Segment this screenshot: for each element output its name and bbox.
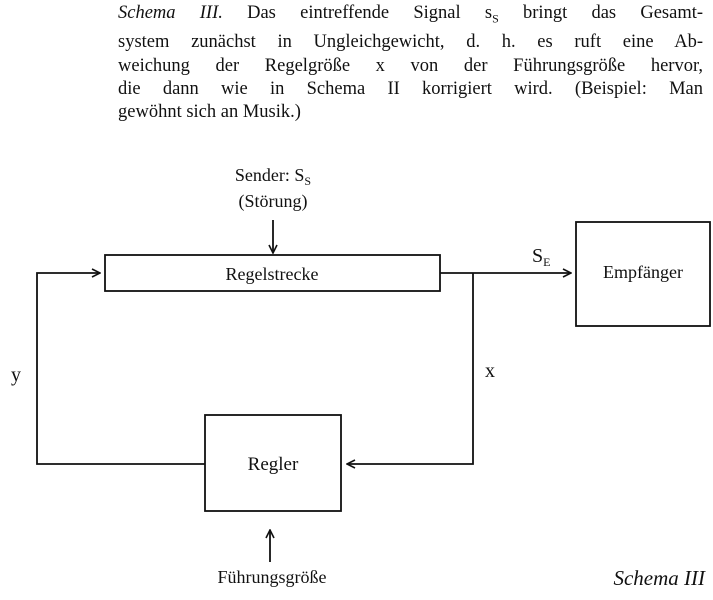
disturbance-label: (Störung) (239, 191, 308, 212)
x-label: x (485, 360, 495, 382)
caption-line-5: gewöhnt sich an Musik.) (118, 102, 301, 123)
controller-box (204, 414, 342, 512)
plant-label: Regelstrecke (226, 264, 319, 284)
y-label: y (11, 364, 21, 386)
receiver-box (575, 221, 711, 327)
sender-label: Sender: SS (235, 165, 311, 188)
feedback-x-line (347, 273, 474, 464)
caption-label: Schema III. (118, 3, 223, 23)
output-signal-label: SE (532, 245, 550, 269)
caption-line-2: system zunächst in Ungleichgewicht, d. h… (118, 32, 703, 53)
figure-title: Schema III (613, 566, 706, 590)
control-y-line (36, 273, 205, 465)
caption-line-3: weichung der Regelgröße x von der Führun… (118, 55, 703, 76)
caption-line-4: die dann wie in Schema II korrigiert wir… (118, 78, 703, 99)
caption-line-1: Schema III. Das eintreffende Signal sS b… (118, 3, 704, 26)
receiver-label: Empfänger (603, 262, 683, 282)
reference-label: Führungsgröße (218, 567, 327, 587)
caption-paragraph: Schema III. Das eintreffende Signal sS b… (118, 2, 703, 125)
controller-label: Regler (248, 454, 299, 475)
